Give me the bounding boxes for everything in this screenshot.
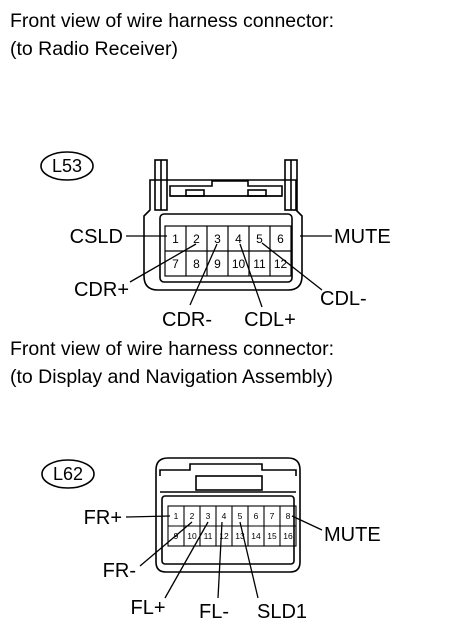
- pin-number: 12: [274, 257, 288, 271]
- lock-tab: [169, 180, 283, 197]
- pin-number: 1: [172, 232, 179, 246]
- leader-mute: [291, 515, 323, 531]
- connector2-title-line2: (to Display and Navigation Assembly): [10, 366, 333, 388]
- connector1-title-line1: Front view of wire harness connector:: [10, 10, 335, 32]
- pin-cavity: [161, 495, 295, 565]
- leader-fl-plus: [164, 521, 209, 599]
- label-fl-minus: FL-: [199, 601, 229, 623]
- label-fr-minus: FR-: [103, 560, 136, 582]
- connector-housing: [155, 457, 301, 573]
- pin-number: 11: [204, 531, 213, 541]
- pin-number: 7: [172, 257, 179, 271]
- leader-fl-minus: [217, 521, 223, 599]
- pin-number: 10: [232, 257, 246, 271]
- pin-number: 16: [283, 531, 293, 541]
- pin-number: 12: [219, 531, 229, 541]
- pin-number: 14: [251, 531, 261, 541]
- lock-tab: [159, 463, 297, 476]
- pin-numbers-row1: 1 2 3 4 5 6 7 8: [174, 511, 291, 521]
- label-csld: CSLD: [70, 226, 123, 248]
- leader-fr-minus: [139, 521, 193, 567]
- pin-number: 8: [193, 257, 200, 271]
- pin-number: 7: [270, 511, 275, 521]
- connector-code: L62: [53, 464, 83, 484]
- pin-number: 2: [193, 232, 200, 246]
- connector-l62: [41, 457, 323, 599]
- pin-grid: [167, 505, 297, 547]
- leader-fr-plus: [125, 515, 171, 518]
- label-mute: MUTE: [324, 524, 381, 546]
- pin-grid: [164, 225, 292, 277]
- leader-cdr-plus: [129, 243, 197, 283]
- pin-number: 1: [174, 511, 179, 521]
- pin-number: 8: [286, 511, 291, 521]
- connector1-title-line2: (to Radio Receiver): [10, 38, 178, 60]
- pin-numbers-row1: 1 2 3 4 5 6: [172, 232, 284, 246]
- pin-number: 4: [235, 232, 242, 246]
- label-cdr-minus: CDR-: [162, 309, 212, 331]
- connector-code-badge: [40, 151, 94, 181]
- label-sld1: SLD1: [257, 601, 307, 623]
- pin-numbers-row2: 7 8 9 10 11 12: [172, 257, 287, 271]
- pin-number: 10: [187, 531, 197, 541]
- pin-number: 6: [277, 232, 284, 246]
- leader-cdr-minus: [189, 243, 218, 306]
- leader-cdl-minus: [261, 242, 323, 291]
- label-cdr-plus: CDR+: [74, 279, 129, 301]
- pin-number: 5: [238, 511, 243, 521]
- label-fr-plus: FR+: [84, 507, 122, 529]
- connector-code: L53: [52, 156, 82, 176]
- pin-number: 2: [190, 511, 195, 521]
- leader-sld1: [239, 521, 259, 599]
- pin-number: 5: [256, 232, 263, 246]
- pin-number: 9: [214, 257, 221, 271]
- pin-cavity: [159, 213, 293, 283]
- pin-number: 15: [267, 531, 277, 541]
- pin-number: 6: [254, 511, 259, 521]
- connector-housing: [143, 179, 303, 291]
- pin-number: 4: [222, 511, 227, 521]
- leader-cdl-plus: [239, 243, 263, 308]
- pin-number: 13: [235, 531, 245, 541]
- pin-number: 9: [174, 531, 179, 541]
- label-cdl-plus: CDL+: [244, 309, 296, 331]
- pin-number: 3: [206, 511, 211, 521]
- label-cdl-minus: CDL-: [320, 288, 367, 310]
- pin-number: 11: [253, 257, 266, 271]
- connector-l53: [40, 151, 332, 308]
- connector-code-badge: [41, 459, 95, 489]
- pin-number: 3: [214, 232, 221, 246]
- label-mute: MUTE: [334, 226, 391, 248]
- pin-numbers-row2: 9 10 11 12 13 14 15 16: [174, 531, 293, 541]
- label-fl-plus: FL+: [130, 597, 165, 619]
- connector2-title-line1: Front view of wire harness connector:: [10, 338, 335, 360]
